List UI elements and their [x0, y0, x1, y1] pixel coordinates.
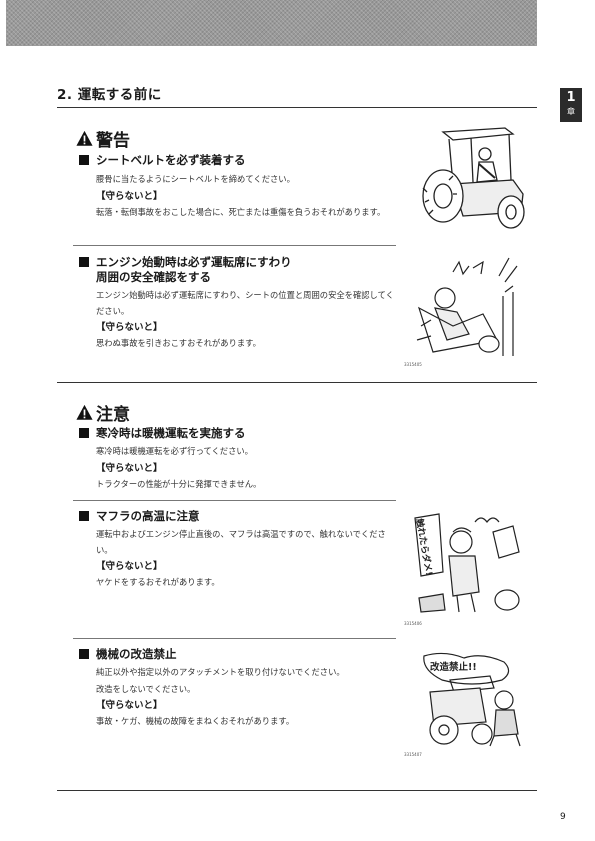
bottom-divider: [57, 790, 537, 791]
warning-triangle-icon: [76, 404, 93, 420]
warning-heading: 警告: [76, 126, 130, 151]
figure-id: 3315406: [404, 621, 422, 626]
bullet-square-icon: [79, 257, 89, 267]
caution-item-warmup: 寒冷時は暖機運転を実施する 寒冷時は暖機運転を必ず行ってください。 【守らないと…: [79, 426, 397, 492]
item-title-text: マフラの高温に注意: [96, 509, 200, 523]
title-divider: [57, 107, 537, 108]
item-title-line2: 周囲の安全確認をする: [96, 270, 211, 284]
item-title: 機械の改造禁止: [79, 647, 397, 662]
consequence-text: 思わぬ事故を引きおこすおそれがあります。: [96, 338, 261, 348]
consequence-text: ヤケドをするおそれがあります。: [96, 577, 220, 587]
item-body: エンジン始動時は必ず運転席にすわり、シートの位置と周囲の安全を確認してください。: [96, 290, 394, 316]
item-title-line1: エンジン始動時は必ず運転席にすわり: [96, 255, 292, 269]
item-title-text: 寒冷時は暖機運転を実施する: [96, 426, 246, 440]
header-band: [6, 0, 537, 46]
bullet-square-icon: [79, 155, 89, 165]
item-title: シートベルトを必ず装着する: [79, 153, 397, 168]
caution-heading: 注意: [76, 400, 130, 425]
consequence-label: 【守らないと】: [96, 190, 163, 202]
consequence-label: 【守らないと】: [96, 700, 163, 711]
chapter-label: 章: [567, 107, 575, 116]
section-divider: [73, 245, 396, 246]
consequence-label: 【守らないと】: [96, 462, 163, 474]
consequence-text: 事故・ケガ、機械の故障をまねくおそれがあります。: [96, 716, 295, 726]
consequence-label: 【守らないと】: [96, 561, 163, 572]
warning-triangle-icon: [76, 130, 93, 146]
bullet-square-icon: [79, 428, 89, 438]
item-body-line2: 改造をしないでください。: [96, 683, 196, 694]
item-body: 運転中およびエンジン停止直後の、マフラは高温ですので、触れないでください。: [96, 529, 386, 555]
figure-id: 3315405: [404, 362, 422, 367]
item-title-text: 機械の改造禁止: [96, 647, 177, 661]
chapter-tab: 1 章: [560, 88, 582, 122]
bullet-square-icon: [79, 511, 89, 521]
engine-start-illustration: [416, 257, 518, 356]
warning-item-seatbelt: シートベルトを必ず装着する 腰骨に当たるようにシートベルトを締めてください。 【…: [79, 153, 397, 220]
item-body-line1: 純正以外や指定以外のアタッチメントを取り付けないでください。: [96, 667, 345, 677]
section-divider-heavy: [57, 382, 537, 383]
item-body: 寒冷時は暖機運転を必ず行ってください。: [96, 446, 253, 456]
warning-item-engine-start: エンジン始動時は必ず運転席にすわり 周囲の安全確認をする エンジン始動時は必ず運…: [79, 255, 397, 352]
warning-heading-text: 警告: [96, 131, 130, 151]
item-body: 腰骨に当たるようにシートベルトを締めてください。: [96, 174, 295, 184]
consequence-text: 転落・転倒事故をおこした場合に、死亡または重傷を負うおそれがあります。: [96, 206, 386, 217]
tractor-seatbelt-illustration: [422, 127, 525, 229]
modification-callout-text: 改造禁止!!: [430, 661, 477, 673]
consequence-label: 【守らないと】: [96, 322, 163, 333]
modification-prohibited-illustration: 改造禁止!!: [423, 652, 521, 747]
bullet-square-icon: [79, 649, 89, 659]
item-title: マフラの高温に注意: [79, 509, 397, 524]
item-title: 寒冷時は暖機運転を実施する: [79, 426, 397, 441]
figure-id: 3315407: [404, 752, 422, 757]
item-title: エンジン始動時は必ず運転席にすわり 周囲の安全確認をする: [79, 255, 397, 285]
item-title-text: シートベルトを必ず装着する: [96, 153, 246, 167]
section-divider: [73, 500, 396, 501]
muffler-hot-illustration: 触れたらダメ!: [413, 513, 520, 613]
caution-heading-text: 注意: [96, 405, 130, 425]
page-title: 2. 運転する前に: [57, 87, 162, 103]
section-divider: [73, 638, 396, 639]
chapter-number: 1: [566, 90, 576, 105]
consequence-text: トラクターの性能が十分に発揮できません。: [96, 478, 262, 489]
caution-item-modification: 機械の改造禁止 純正以外や指定以外のアタッチメントを取り付けないでください。 改…: [79, 647, 397, 730]
page-number: 9: [560, 812, 566, 822]
caution-item-muffler: マフラの高温に注意 運転中およびエンジン停止直後の、マフラは高温ですので、触れな…: [79, 509, 397, 591]
